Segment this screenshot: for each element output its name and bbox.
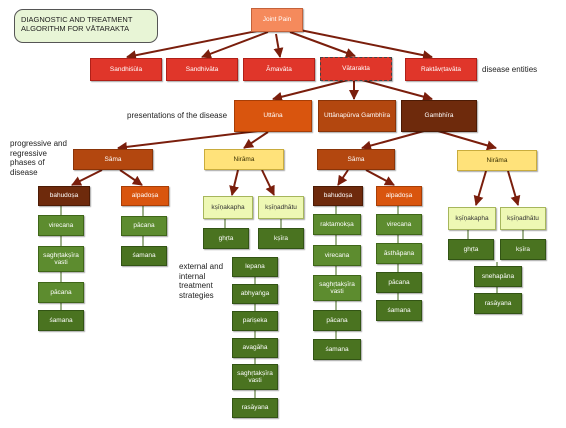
- node-h-ksira: kṣīra: [500, 239, 546, 260]
- node-bahudosa-2: bahudoṣa: [313, 186, 363, 206]
- edge-nirama2-ksinakapha2: [473, 170, 487, 206]
- diagram-title: DIAGNOSTIC AND TREATMENT ALGORITHM FOR V…: [14, 9, 158, 43]
- node-c-ghrta: ghṛta: [203, 228, 249, 249]
- node-uttanapurva-gambhira: Uttānapūrva Gambhīra: [318, 100, 396, 132]
- node-a-virecana: virecana: [38, 215, 84, 236]
- node-alpadosa-1: alpadoṣa: [121, 186, 169, 206]
- label-presentations: presentations of the disease: [127, 111, 228, 120]
- node-f-samana: śamana: [376, 300, 422, 321]
- node-e-raktamoksa: raktamokṣa: [313, 214, 361, 235]
- edge-uttana-sama1: [117, 130, 259, 152]
- node-f-pacana: pācana: [376, 272, 422, 293]
- node-d-ksira: kṣīra: [258, 228, 304, 249]
- node-gambhira: Gambhīra: [401, 100, 477, 132]
- node-a-samana: śamana: [38, 310, 84, 331]
- node-e-pacana: pācana: [313, 310, 361, 331]
- edge-sama2-bahudosa2: [337, 169, 349, 186]
- node-b-samana: śamana: [121, 246, 167, 266]
- node-c-saghrtaksira-vasti: saghṛtakṣīra vasti: [232, 364, 278, 390]
- node-raktavrtavata: Raktāvṛtavāta: [405, 58, 477, 81]
- edge-gambhira-nirama2: [437, 130, 497, 151]
- node-ksinakapha-2: kṣīṇakapha: [448, 207, 496, 230]
- node-amavata: Āmavāta: [243, 58, 315, 81]
- edge-vatarakta-gambhira: [361, 79, 433, 102]
- node-ksinadhatu-1: kṣīṇadhātu: [258, 196, 304, 219]
- edge-jointpain-raktavrtavata: [299, 29, 433, 61]
- node-g-ghrta: ghṛta: [448, 239, 494, 260]
- edge-uttana-nirama1: [243, 131, 269, 149]
- edge-gambhira-sama2: [361, 130, 425, 151]
- node-e-samana: śamana: [313, 339, 361, 360]
- node-c-avagaha: avagāha: [232, 338, 278, 358]
- edge-nirama1-ksinakapha1: [229, 169, 239, 196]
- edge-nirama2-ksinadhatu2: [507, 170, 521, 206]
- edge-sama1-alpadosa1: [119, 169, 143, 186]
- edge-jointpain-sandhivata: [201, 31, 269, 59]
- node-a-saghrtaksira-vasti: saghṛtakṣīra vasti: [38, 246, 84, 272]
- edge-jointpain-sandhisula: [126, 29, 263, 61]
- node-bahudosa-1: bahudoṣa: [38, 186, 90, 206]
- node-f-virecana: virecana: [376, 214, 422, 235]
- node-c-pariseka: pariṣeka: [232, 311, 278, 331]
- node-uttana: Uttāna: [234, 100, 312, 132]
- node-f-asthapana: āsthāpana: [376, 243, 422, 264]
- node-ksinakapha-1: kṣīṇakapha: [203, 196, 253, 219]
- node-sandhivata: Sandhivāta: [166, 58, 238, 81]
- node-c-rasayana: rasāyana: [232, 398, 278, 418]
- edge-jointpain-amavata: [273, 33, 284, 58]
- label-disease-entities: disease entities: [482, 65, 538, 74]
- edge-nirama1-ksinadhatu1: [261, 169, 275, 196]
- edge-jointpain-vatarakta: [289, 31, 356, 58]
- edge-sama2-alpadosa2: [365, 169, 395, 186]
- label-progressive-phases: progressive and regressive phases of dis…: [10, 139, 67, 177]
- edge-vatarakta-uttana: [272, 79, 349, 102]
- node-nirama-2: Nirāma: [457, 150, 537, 171]
- node-vatarakta: Vātarakta: [320, 57, 392, 81]
- label-external-internal: external and internal treatment strategi…: [179, 262, 224, 300]
- node-g-snehapana: snehapāna: [474, 266, 522, 287]
- node-sandhisula: Sandhiśūla: [90, 58, 162, 81]
- node-c-abhyanga: abhyaṅga: [232, 284, 278, 304]
- node-c-lepana: lepana: [232, 257, 278, 277]
- node-b-pacana: pācana: [121, 216, 167, 236]
- node-g-rasayana: rasāyana: [474, 293, 522, 314]
- node-alpadosa-2: alpadoṣa: [376, 186, 422, 206]
- node-sama-2: Sāma: [317, 149, 395, 170]
- node-e-saghrtaksira-vasti: saghṛtakṣīra vasti: [313, 275, 361, 301]
- node-e-virecana: virecana: [313, 245, 361, 266]
- edge-sama1-bahudosa1: [71, 169, 103, 186]
- node-nirama-1: Nirāma: [204, 149, 284, 170]
- node-joint-pain: Joint Pain: [251, 8, 303, 32]
- node-a-pacana: pācana: [38, 282, 84, 303]
- node-sama-1: Sāma: [73, 149, 153, 170]
- node-ksinadhatu-2: kṣīṇadhātu: [500, 207, 546, 230]
